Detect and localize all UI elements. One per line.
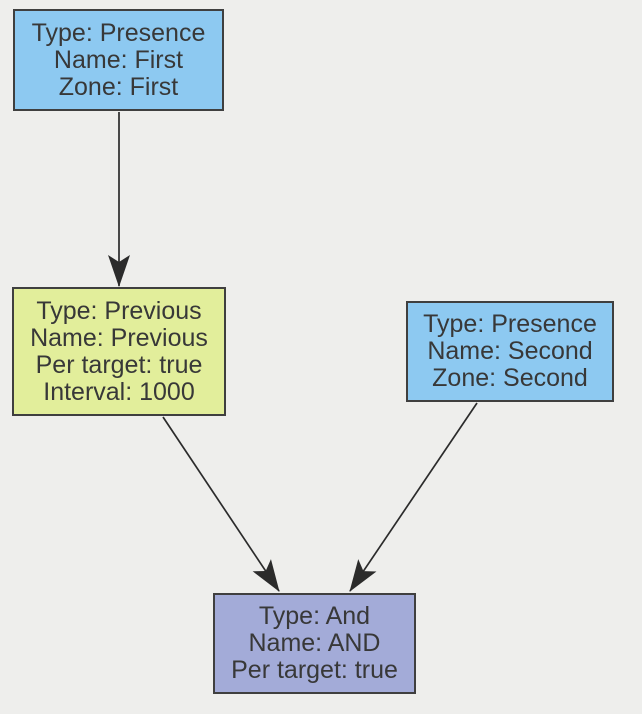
node-presence-second: Type: Presence Name: Second Zone: Second [406,301,614,402]
node-and: Type: And Name: AND Per target: true [213,593,416,694]
node-line-type: Type: Presence [423,310,597,338]
node-line-type: Type: Presence [31,18,206,47]
node-line-interval: Interval: 1000 [43,377,195,406]
node-line-zone: Zone: Second [432,364,588,392]
node-line-zone: Zone: First [58,72,179,101]
node-presence-first: Type: Presence Name: First Zone: First [13,9,224,111]
node-line-type: Type: And [258,602,371,630]
node-line-name: Name: Previous [30,323,208,352]
node-previous: Type: Previous Name: Previous Per target… [12,287,226,416]
node-line-name: Name: AND [248,629,381,657]
node-line-per-target: Per target: true [35,350,203,379]
edge-previous-to-and [162,416,280,592]
node-line-type: Type: Previous [36,296,202,325]
node-line-name: Name: Second [427,337,593,365]
edge-second-to-and [349,402,478,592]
node-line-name: Name: First [53,45,184,74]
node-line-per-target: Per target: true [231,656,398,684]
